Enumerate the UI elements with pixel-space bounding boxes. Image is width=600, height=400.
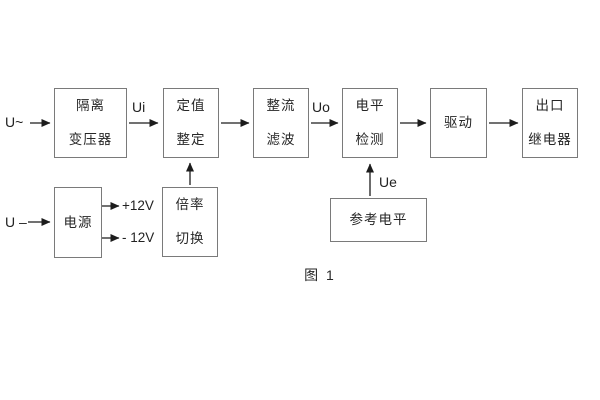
block-label-line: 继电器 (528, 132, 572, 147)
block-label-line: 倍率 (175, 197, 205, 212)
block-reference-level: 参考电平 (330, 198, 427, 242)
signal-label-uo: Uo (312, 99, 330, 115)
signal-label-rail-neg: - 12V (122, 230, 155, 245)
block-label-line: 滤波 (266, 132, 296, 147)
block-output-relay: 出口 继电器 (522, 88, 578, 158)
signal-label-ui: Ui (132, 99, 146, 115)
block-label-line: 驱动 (444, 115, 473, 130)
signal-label-ac-input: U~ (5, 114, 24, 130)
signal-label-ue: Ue (379, 174, 397, 190)
block-level-detect: 电平 检测 (342, 88, 398, 158)
block-label-line: 隔离 (76, 98, 105, 113)
block-label-line: 参考电平 (349, 212, 408, 227)
block-isolation-transformer: 隔离 变压器 (54, 88, 127, 158)
block-label-line: 电平 (355, 98, 385, 113)
block-power-supply: 电源 (54, 187, 102, 258)
figure-caption: 图 1 (304, 267, 336, 283)
signal-label-rail-pos: +12V (122, 198, 154, 213)
block-label-line: 电源 (63, 214, 93, 230)
block-label-line: 切换 (175, 231, 205, 246)
block-rectifier-filter: 整流 滤波 (253, 88, 309, 158)
block-setting-adjust: 定值 整定 (163, 88, 219, 158)
block-label-line: 变压器 (68, 132, 113, 147)
block-label-line: 定值 (176, 98, 206, 113)
block-label-line: 检测 (355, 132, 385, 147)
block-label-line: 整定 (176, 132, 206, 147)
block-driver: 驱动 (430, 88, 487, 158)
block-ratio-switch: 倍率 切换 (162, 187, 218, 257)
block-label-line: 整流 (266, 98, 296, 113)
block-label-line: 出口 (535, 98, 565, 113)
signal-label-dc-input: U – (5, 214, 27, 230)
